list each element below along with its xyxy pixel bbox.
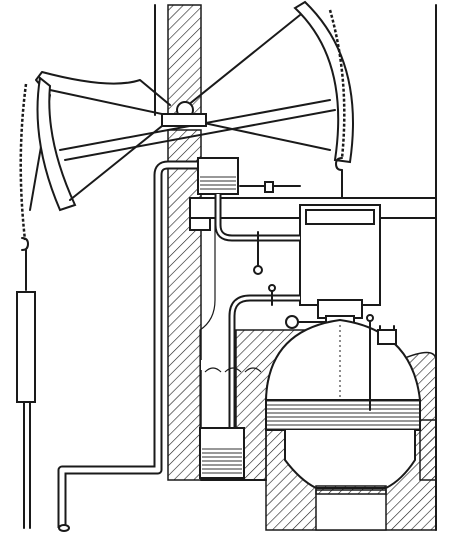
supply-pipe-inner bbox=[59, 162, 198, 528]
hot-well-water bbox=[202, 446, 242, 476]
arch-2 bbox=[224, 367, 242, 373]
regulator-handle bbox=[285, 315, 299, 329]
arch-1 bbox=[204, 367, 222, 373]
pivot-bearing bbox=[161, 113, 207, 127]
right-chain bbox=[328, 9, 346, 159]
supply-pipe-end bbox=[58, 524, 70, 532]
boiler bbox=[265, 318, 421, 495]
injection-pipe bbox=[214, 181, 301, 275]
steam-cylinder bbox=[299, 204, 381, 319]
injection-pipe-inner bbox=[216, 194, 300, 240]
floor-arches bbox=[204, 367, 262, 373]
water-pipes bbox=[57, 160, 198, 532]
left-arch-segment bbox=[36, 76, 77, 212]
left-hook bbox=[21, 237, 29, 251]
cistern-water bbox=[200, 176, 236, 192]
pump-rod-assembly bbox=[16, 83, 36, 529]
left-chain bbox=[19, 83, 28, 241]
right-arch-segment bbox=[293, 0, 354, 164]
piston bbox=[305, 209, 375, 225]
upper-cistern bbox=[197, 157, 239, 195]
boiler-base bbox=[284, 430, 416, 489]
injection-cock-handle bbox=[253, 265, 263, 275]
drain-pipe bbox=[199, 218, 216, 430]
boiler-water bbox=[266, 400, 420, 430]
eduction-pipe-inner bbox=[230, 296, 300, 430]
chimney-wall bbox=[167, 129, 202, 481]
chimney-wall-top bbox=[167, 4, 202, 116]
boiler-fittings bbox=[366, 314, 397, 411]
furnace-opening bbox=[315, 489, 387, 531]
beam-bracket bbox=[189, 217, 211, 231]
eduction-cock-handle bbox=[268, 284, 276, 292]
right-hook bbox=[335, 157, 343, 171]
hot-well bbox=[199, 427, 245, 479]
safety-valve bbox=[377, 329, 397, 345]
arch-3 bbox=[244, 367, 262, 373]
gauge-cock bbox=[366, 314, 374, 322]
fire-grate bbox=[315, 485, 387, 495]
beam-bar-bottom bbox=[64, 109, 336, 161]
eduction-pipe bbox=[228, 284, 300, 430]
cistern-valve bbox=[264, 181, 274, 193]
pump-weight bbox=[16, 291, 36, 403]
rocking-beam bbox=[29, 0, 354, 212]
